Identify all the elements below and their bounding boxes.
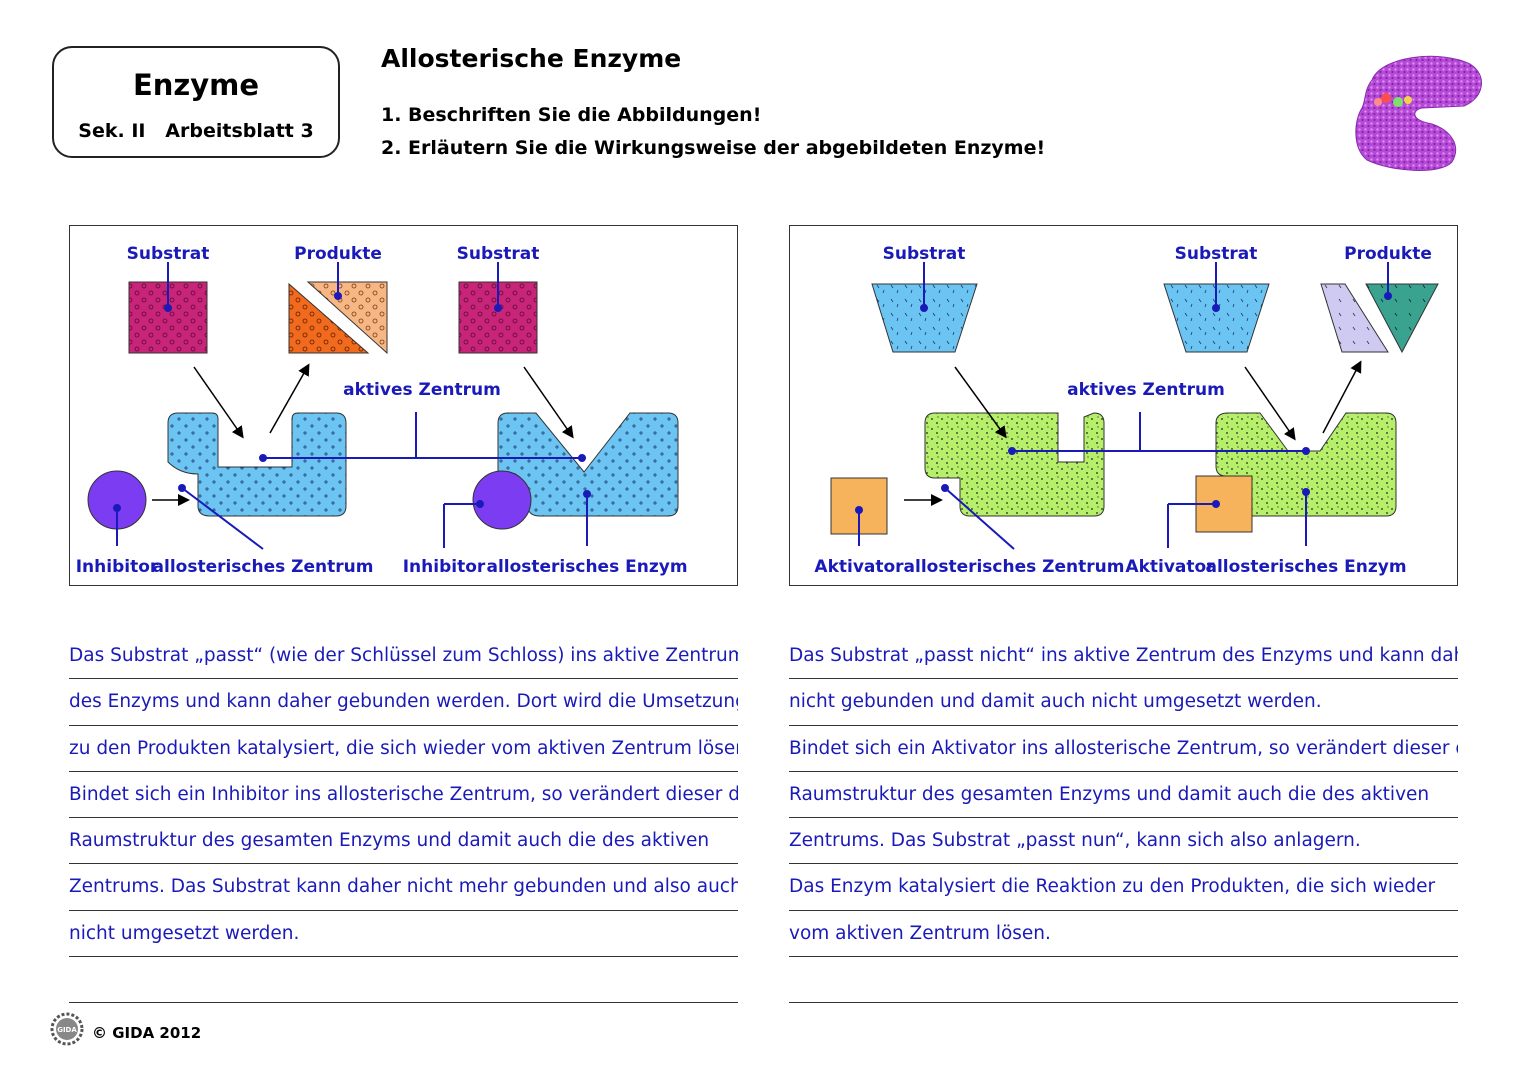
arrow-products-out [269,363,310,434]
arrow-substrate-blocked [523,366,574,439]
product-parallelogram [1320,283,1389,353]
gida-gear-icon: GIDA [50,1012,84,1046]
page-heading: Allosterische Enzyme [381,44,682,73]
enzyme-shape-4 [1215,412,1397,517]
figure-activation-svg: Substrat Substrat Produkte aktives Zentr… [814,244,1439,577]
label-produkte: Produkte [294,244,382,264]
answer-line: nicht gebunden und damit auch nicht umge… [789,679,1458,726]
answer-line: Bindet sich ein Aktivator ins allosteris… [789,726,1458,772]
enzyme-shape-1 [167,412,347,517]
label-allosterisches-zentrum-2: allosterisches Zentrum [904,557,1125,577]
label-allosterisches-enzym: allosterisches Enzym [486,557,687,577]
title-box: Enzyme Sek. II Arbeitsblatt 3 [52,46,340,158]
figure-activation: Substrat Substrat Produkte aktives Zentr… [789,225,1458,586]
answer-line: zu den Produkten katalysiert, die sich w… [69,726,738,772]
answer-line: Das Enzym katalysiert die Reaktion zu de… [789,864,1458,911]
answer-line: Zentrums. Das Substrat „passt nun“, kann… [789,818,1458,865]
arrow-substrate-fits [1244,366,1296,441]
answer-line: Raumstruktur des gesamten Enzyms und dam… [789,772,1458,819]
inhibitor-circle-2 [472,470,532,530]
label-aktives-zentrum-2: aktives Zentrum [1067,380,1225,400]
answer-line: Bindet sich ein Inhibitor ins allosteris… [69,772,738,819]
label-aktivator-2: Aktivator [1125,557,1215,577]
label-inhibitor-1: Inhibitor [76,557,159,577]
label-aktivator-1: Aktivator [814,557,904,577]
arrow-substrate-in [193,366,244,439]
copyright: © GIDA 2012 [92,1024,202,1042]
label-produkte-2: Produkte [1344,244,1432,264]
answer-line: vom aktiven Zentrum lösen. [789,911,1458,958]
product-triangle-1 [288,282,370,354]
worksheet-title: Enzyme [132,68,260,102]
answer-line: Raumstruktur des gesamten Enzyms und dam… [69,818,738,865]
label-substrat-2: Substrat [457,244,540,264]
leader-lines-2 [855,262,1392,550]
leader-lines-1 [113,262,591,550]
answer-right: Das Substrat „passt nicht“ ins aktive Ze… [789,633,1458,1004]
task-1: 1. Beschriften Sie die Abbildungen! [381,104,762,126]
label-substrat-3: Substrat [883,244,966,264]
enzyme-shape-2 [497,412,679,517]
gida-logo-text: GIDA [57,1026,77,1034]
label-inhibitor-2: Inhibitor [403,557,486,577]
answer-line: Das Substrat „passt“ (wie der Schlüssel … [69,633,738,680]
answer-line: Das Substrat „passt nicht“ ins aktive Ze… [789,633,1458,680]
answer-line: des Enzyms und kann daher gebunden werde… [69,679,738,726]
label-substrat-4: Substrat [1175,244,1258,264]
label-aktives-zentrum: aktives Zentrum [343,380,501,400]
arrow-products-release [1322,360,1362,434]
label-allosterisches-enzym-2: allosterisches Enzym [1205,557,1406,577]
worksheet-subtitle: Sek. II Arbeitsblatt 3 [78,120,314,142]
substrate-trapezoid-2 [1163,283,1270,353]
figure-inhibition-svg: Substrat Produkte Substrat aktives Zentr… [76,244,688,577]
answer-line: nicht umgesetzt werden. [69,911,738,958]
answer-left: Das Substrat „passt“ (wie der Schlüssel … [69,633,738,1004]
figure-inhibition: Substrat Produkte Substrat aktives Zentr… [69,225,738,586]
product-triangle [1365,283,1439,354]
enzyme-model-image [1355,55,1482,171]
answer-line-empty [789,957,1458,1004]
label-allosterisches-zentrum: allosterisches Zentrum [153,557,374,577]
substrate-trapezoid-1 [871,283,978,353]
task-2: 2. Erläutern Sie die Wirkungsweise der a… [381,137,1046,159]
answer-line: Zentrums. Das Substrat kann daher nicht … [69,864,738,911]
enzyme-shape-3 [924,412,1105,517]
answer-line-empty [69,957,738,1004]
arrow-substrate-not-fit [954,366,1007,439]
product-triangle-2 [306,281,388,355]
label-substrat-1: Substrat [127,244,210,264]
